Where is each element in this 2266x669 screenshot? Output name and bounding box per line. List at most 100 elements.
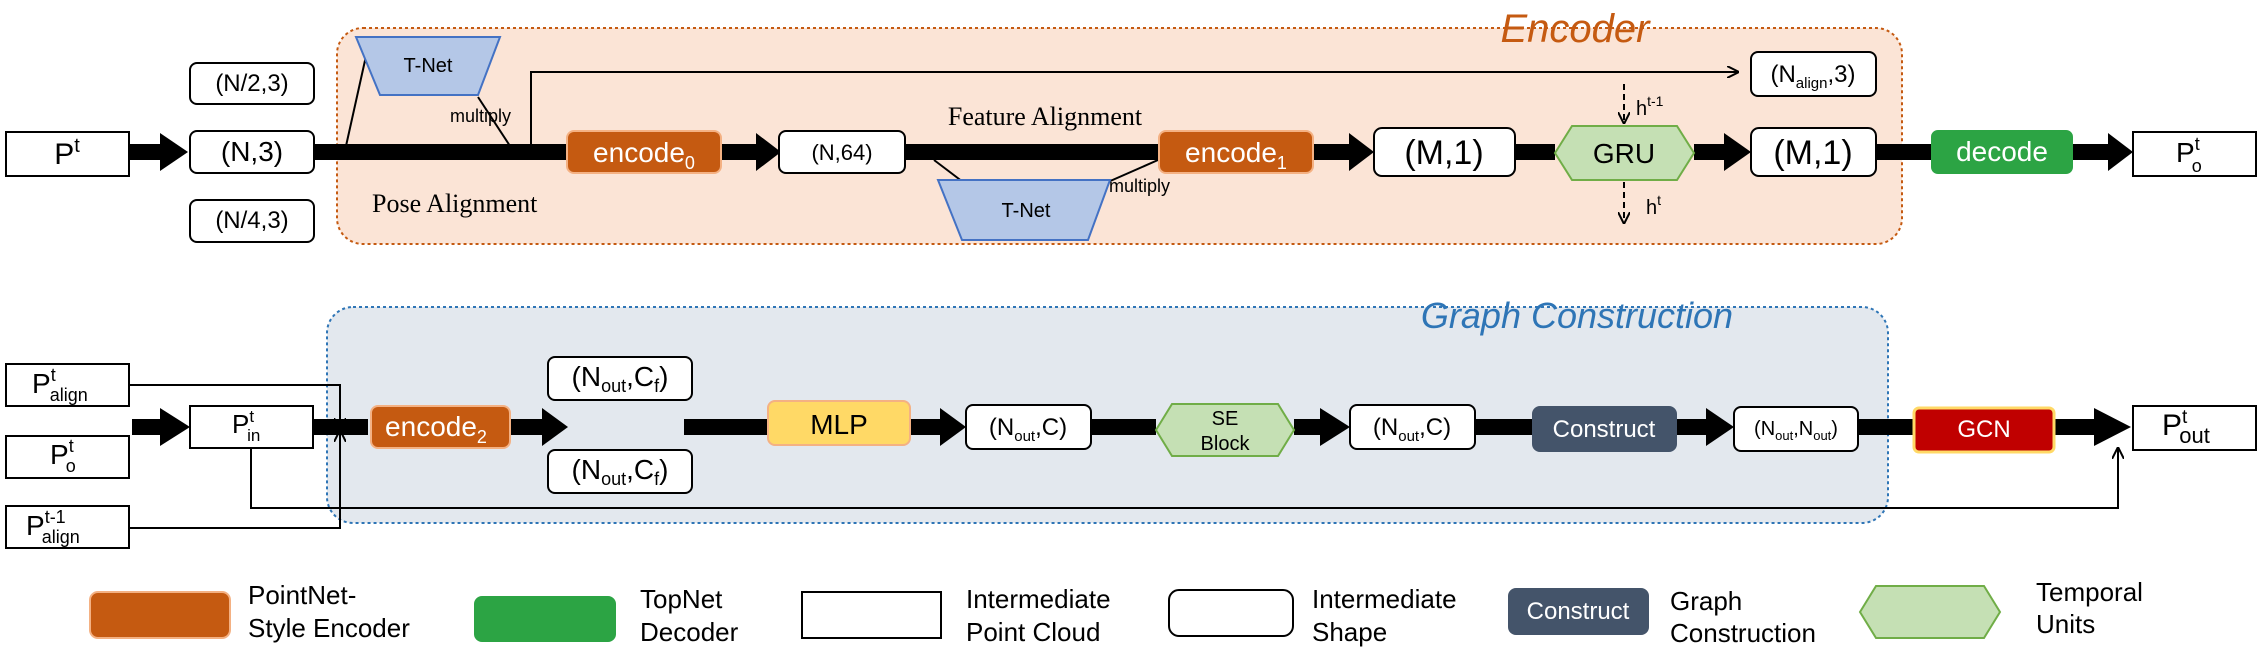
shape-n64-label: (N,64) — [811, 140, 872, 165]
legend-graph-line1: Graph — [1670, 586, 1742, 616]
construct-block — [1532, 406, 1677, 452]
p-in-box — [189, 405, 314, 449]
mlp-block — [767, 400, 911, 446]
svg-text:encode0: encode0 — [593, 137, 695, 173]
decode-block — [1931, 130, 2073, 174]
svg-text:Pt: Pt — [54, 135, 80, 171]
legend-temporal-line2: Units — [2036, 609, 2095, 639]
encoder-flow-arrows — [130, 133, 2133, 171]
legend-temporal-swatch — [1858, 585, 2002, 639]
shape-quarter-label: (N/4,3) — [215, 207, 288, 234]
legend-shape-swatch — [1168, 589, 1294, 637]
graph-panel — [326, 306, 1889, 524]
encoder-nodes: Pt (N/2,3) (N,3) (N/4,3) T-Net multiply … — [5, 36, 2257, 243]
gcn-block — [1912, 406, 2056, 454]
legend: PointNet- Style Encoder TopNet Decoder I… — [89, 577, 2143, 648]
graph-flow-arrows — [132, 408, 2131, 446]
se-block-line1: SE — [1212, 408, 1239, 430]
encode1-block — [1158, 130, 1314, 174]
graph-title: Graph Construction — [1421, 295, 1733, 336]
shape-nc-box-b — [1349, 404, 1476, 450]
se-block-line2: Block — [1201, 433, 1251, 455]
graph-skip-line — [250, 449, 2118, 509]
legend-shape-line2: Shape — [1312, 617, 1387, 647]
svg-text:(Nalign,3): (Nalign,3) — [1770, 61, 1855, 92]
decode-label: decode — [1956, 136, 2048, 167]
svg-text:ht-1: ht-1 — [1636, 93, 1664, 120]
gru-label: GRU — [1593, 138, 1655, 169]
gcn-label: GCN — [1957, 416, 2010, 443]
svg-text:encode1: encode1 — [1185, 137, 1287, 173]
shape-half-box — [189, 62, 315, 105]
svg-text:ht: ht — [1646, 192, 1661, 219]
shape-m1-label-a: (M,1) — [1404, 134, 1483, 172]
svg-text:(Nout,C): (Nout,C) — [989, 414, 1067, 445]
feature-tnet-label: T-Net — [1002, 200, 1051, 222]
legend-cloud-line2: Point Cloud — [966, 617, 1100, 647]
mlp-label: MLP — [810, 409, 868, 440]
encoder-region: Encoder — [336, 7, 1903, 245]
legend-encoder-line2: Style Encoder — [248, 613, 410, 643]
svg-text:(Nout,Nout): (Nout,Nout) — [1754, 418, 1838, 443]
legend-cloud-line1: Intermediate — [966, 584, 1111, 614]
encoder-title: Encoder — [1501, 7, 1652, 51]
graph-region: Graph Construction — [326, 295, 1889, 524]
legend-decoder-line2: Decoder — [640, 617, 739, 647]
svg-text:(Nout,Cf): (Nout,Cf) — [572, 361, 669, 396]
legend-temporal-line1: Temporal — [2036, 577, 2143, 607]
se-block — [1154, 403, 1296, 457]
pose-multiply-label: multiply — [450, 106, 511, 126]
input-point-cloud — [5, 131, 130, 177]
shape-nalign-box — [1750, 51, 1877, 97]
legend-construct-swatch-label: Construct — [1527, 598, 1630, 625]
shape-m1-box-b — [1750, 127, 1877, 177]
feature-alignment-label: Feature Alignment — [948, 102, 1143, 131]
legend-encoder-line1: PointNet- — [248, 580, 356, 610]
input-p-align — [5, 363, 130, 407]
legend-graph-line2: Construction — [1670, 618, 1816, 648]
shape-n3-label: (N,3) — [221, 136, 283, 167]
shape-m1-box-a — [1373, 127, 1516, 177]
feature-multiply-label: multiply — [1109, 176, 1170, 196]
pose-alignment-label: Pose Alignment — [372, 189, 538, 218]
gru-unit — [1553, 125, 1696, 181]
feature-tnet — [936, 179, 1112, 241]
shape-n3-box — [189, 130, 315, 174]
svg-text:(Nout,C): (Nout,C) — [1373, 414, 1451, 445]
input-p-prev-align — [5, 505, 130, 549]
encode0-block — [566, 130, 722, 174]
shape-nn-box — [1733, 406, 1859, 452]
graph-thin-lines — [95, 384, 2118, 529]
encoder-thin-lines — [345, 37, 1737, 222]
legend-decoder-line1: TopNet — [640, 584, 723, 614]
shape-ncf-box-a — [547, 356, 693, 401]
encoder-panel — [336, 27, 1903, 245]
shape-half-label: (N/2,3) — [215, 70, 288, 97]
input-p-o — [5, 435, 130, 479]
align-skip-line — [530, 72, 1737, 146]
shape-ncf-box-b — [547, 449, 693, 494]
shape-n64-box — [778, 130, 906, 174]
legend-decoder-swatch — [474, 596, 616, 642]
legend-encoder-swatch — [89, 591, 231, 639]
shape-nc-box-a — [965, 404, 1092, 450]
svg-text:encode2: encode2 — [385, 411, 487, 447]
svg-text:Pto: Pto — [2176, 134, 2202, 176]
svg-text:Pto: Pto — [50, 436, 76, 476]
construct-label: Construct — [1553, 416, 1656, 443]
svg-text:(Nout,Cf): (Nout,Cf) — [572, 454, 669, 489]
legend-shape-line1: Intermediate — [1312, 584, 1457, 614]
pose-tnet-label: T-Net — [404, 55, 453, 77]
pose-tnet — [354, 36, 502, 96]
legend-cloud-swatch — [801, 591, 942, 639]
output-point-cloud — [2132, 131, 2257, 177]
shape-quarter-box — [189, 199, 315, 243]
encode2-block — [370, 405, 511, 449]
shape-m1-label-b: (M,1) — [1773, 134, 1852, 172]
